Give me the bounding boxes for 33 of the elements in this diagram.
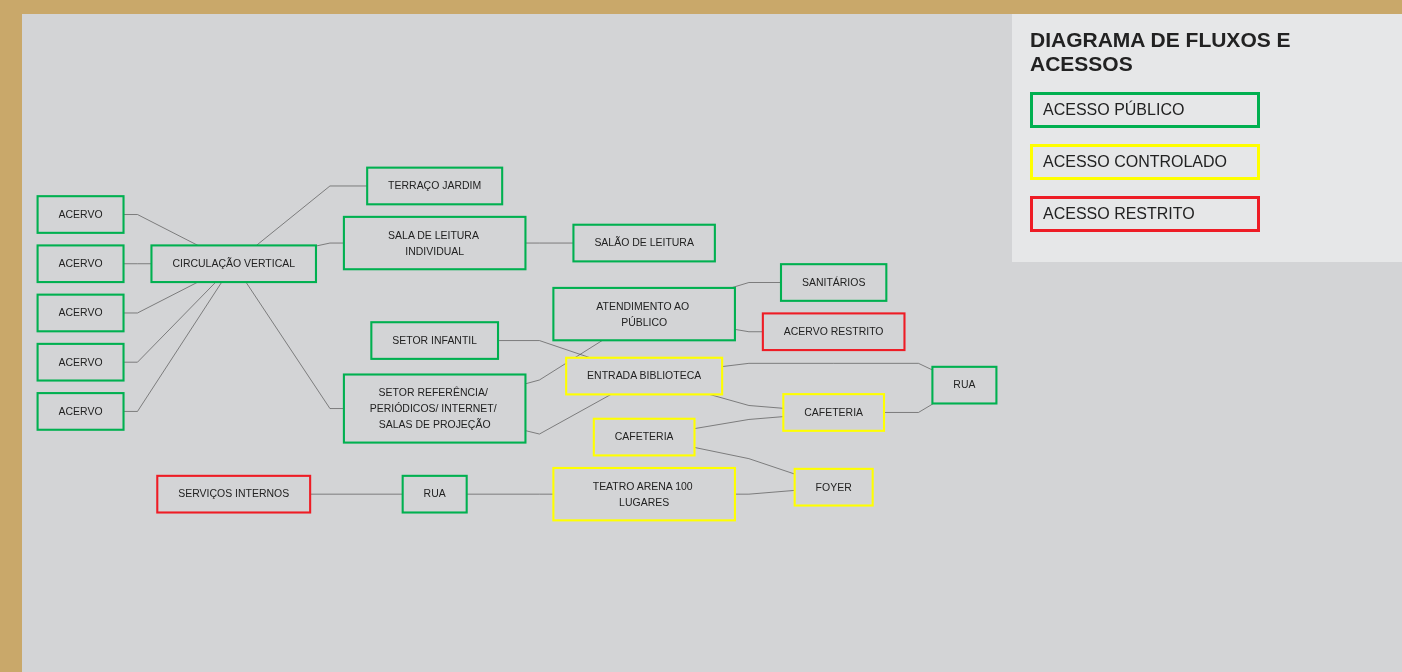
node-box: ACERVO — [36, 293, 125, 333]
legend-swatch: ACESSO CONTROLADO — [1030, 144, 1260, 180]
legend-swatch: ACESSO RESTRITO — [1030, 196, 1260, 232]
node-box: ACERVO — [36, 392, 125, 431]
node-box: ATENDIMENTO AO PÚBLICO — [552, 286, 736, 342]
connector — [734, 490, 795, 495]
connector — [525, 242, 574, 244]
node-box: ACERVO RESTRITO — [761, 312, 906, 352]
connector — [694, 416, 784, 429]
connector — [256, 185, 368, 246]
node-box: CIRCULAÇÃO VERTICAL — [150, 244, 317, 284]
node-box: SALÃO DE LEITURA — [572, 223, 716, 263]
node-box: ENTRADA BIBLIOTECA — [565, 356, 724, 396]
legend-title: DIAGRAMA DE FLUXOS E ACESSOS — [1030, 28, 1292, 76]
node-box: RUA — [931, 365, 998, 405]
node-box: CAFETERIA — [592, 417, 696, 457]
node-box: ACERVO — [36, 195, 125, 234]
node-box: ACERVO — [36, 342, 125, 382]
node-box: TEATRO ARENA 100 LUGARES — [552, 466, 736, 522]
connector — [466, 493, 554, 495]
node-box: SANITÁRIOS — [779, 263, 888, 302]
legend-swatch: ACESSO PÚBLICO — [1030, 92, 1260, 128]
node-box: SETOR REFERÊNCIA/ PERIÓDICOS/ INTERNET/ SALAS DE PROJEÇÃO — [342, 373, 527, 444]
node-box: FOYER — [793, 467, 874, 507]
node-box: ACERVO — [36, 244, 125, 284]
connector — [694, 447, 795, 475]
node-box: RUA — [401, 474, 468, 514]
node-box: TERRAÇO JARDIM — [366, 166, 504, 206]
connector — [123, 263, 152, 265]
node-box: SERVIÇOS INTERNOS — [156, 474, 312, 514]
node-box: CAFETERIA — [782, 393, 886, 432]
node-box: SETOR INFANTIL — [370, 321, 500, 360]
node-box: SALA DE LEITURA INDIVIDUAL — [342, 215, 527, 271]
